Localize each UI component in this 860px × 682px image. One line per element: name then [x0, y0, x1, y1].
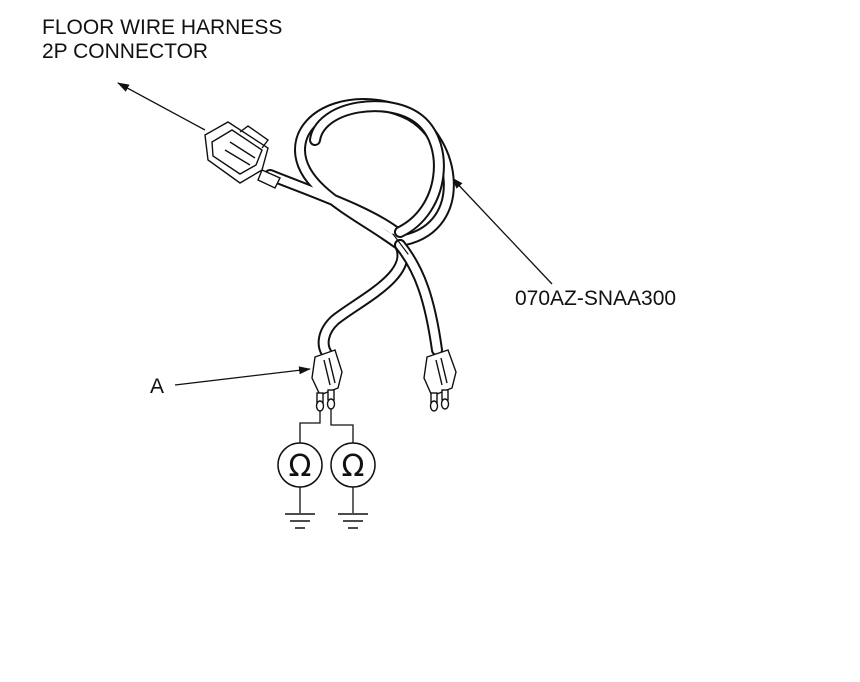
harness-cable	[264, 97, 455, 358]
ohmmeter-icon: Ω	[277, 442, 323, 488]
connector-arrow	[117, 82, 206, 131]
ohm-symbol: Ω	[342, 449, 365, 484]
meter-leads	[299, 409, 354, 513]
part-number-arrow	[451, 177, 553, 285]
test-connector-b	[423, 349, 457, 412]
callout-a-arrow	[174, 366, 311, 386]
part-number-label: 070AZ-SNAA300	[515, 287, 677, 310]
ohmmeter-icon: Ω	[330, 442, 376, 488]
connector-label-line1: FLOOR WIRE HARNESS	[42, 16, 283, 39]
connector-label-line2: 2P CONNECTOR	[42, 40, 209, 63]
ground-icon	[285, 513, 315, 529]
callout-a-label: A	[150, 375, 165, 398]
test-connector-a	[311, 349, 343, 412]
ground-icon	[338, 513, 368, 529]
floor-harness-connector	[204, 121, 281, 189]
ohm-symbol: Ω	[289, 449, 312, 484]
